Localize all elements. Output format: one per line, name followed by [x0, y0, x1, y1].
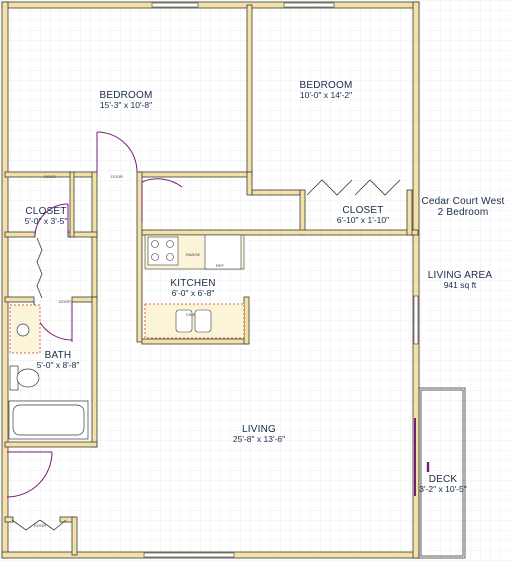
plan-name: Cedar Court West [421, 196, 505, 207]
closet2-name: CLOSET [342, 205, 384, 216]
sink-basin-2 [194, 309, 212, 333]
deck-label: DECK 3'-2" x 10'-5" [412, 474, 474, 494]
bathtub-inner [12, 404, 85, 436]
burner-4 [166, 253, 174, 261]
wall-right [412, 1, 420, 559]
bath-fixtures [8, 304, 89, 440]
plan-type: 2 Bedroom [437, 207, 489, 218]
door-tag-3: DOOR [59, 299, 71, 304]
wall-bath-right [91, 296, 98, 448]
door-tag-1: DOOR [111, 174, 123, 179]
living-dims: 25'-8" x 13'-6" [232, 434, 286, 444]
refrigerator [204, 234, 242, 270]
closet1-name: CLOSET [25, 206, 67, 217]
toilet-bowl [16, 368, 40, 388]
living-label: LIVING 25'-8" x 13'-6" [214, 424, 304, 444]
bifold-doors [11, 179, 401, 531]
wall-hall-right [136, 171, 143, 343]
closet1-dims: 5'-0" x 3'-5" [24, 216, 68, 226]
wall-closet1-right [69, 171, 75, 238]
lavatory [16, 323, 30, 337]
wall-top [1, 1, 420, 9]
wall-bedroom2-step [246, 171, 253, 196]
burner-1 [151, 240, 159, 248]
wall-bedroom1-bottom-right [138, 171, 253, 178]
bedroom2-label: BEDROOM 10'-0" x 14'-2" [284, 80, 368, 100]
burner-3 [151, 253, 159, 261]
wall-entry-closet-top-left [4, 516, 14, 523]
living-area-info: LIVING AREA 941 sq ft [418, 270, 502, 290]
living-name: LIVING [242, 424, 276, 435]
sink-tag: SINK [186, 312, 196, 317]
bedroom1-name: BEDROOM [99, 90, 153, 101]
bedroom1-dims: 15'-3" x 10'-8" [99, 100, 153, 110]
sink-basin-1 [175, 309, 193, 333]
wall-kitchen-bottom [141, 338, 248, 345]
plan-title: Cedar Court West 2 Bedroom [418, 196, 508, 218]
bath-label: BATH 5'-0" x 8'-8" [26, 350, 90, 370]
window-living-bottom [143, 552, 235, 558]
window-bedroom1-top [151, 2, 199, 8]
wall-bedroom2-bottom [251, 189, 301, 196]
windows [143, 2, 419, 558]
closet2-dims: 6'-10" x 1'-10" [336, 215, 390, 225]
wall-bedroom-divider [246, 4, 253, 178]
sliding-door [414, 418, 430, 496]
kitchen-label: KITCHEN 6'-0" x 6'-8" [156, 278, 230, 298]
wall-closet2-right [406, 189, 413, 236]
wall-bath-top [4, 296, 35, 303]
living-area-value: 941 sq ft [443, 280, 477, 290]
bedroom2-name: BEDROOM [299, 80, 353, 91]
bath-dims: 5'-0" x 8'-8" [36, 360, 80, 370]
window-living-right [413, 295, 419, 345]
kitchen-name: KITCHEN [170, 278, 216, 289]
kitchen [144, 234, 245, 339]
burner-2 [166, 240, 174, 248]
wall-bath-bottom [4, 441, 98, 448]
door-tag-2: DOOR [44, 174, 56, 179]
lower-counter [144, 303, 245, 339]
wall-entry-closet-right [71, 516, 78, 556]
bedroom1-label: BEDROOM 15'-3" x 10'-8" [84, 90, 168, 110]
wall-kitchen-right [243, 296, 250, 345]
wall-closet1-bottom [4, 231, 36, 238]
ref-tag: REF. [216, 263, 225, 268]
wall-closet2-left [299, 189, 306, 236]
deck-name: DECK [428, 474, 458, 485]
bedroom2-dims: 10'-0" x 14'-2" [299, 90, 353, 100]
wall-closet2-bottom [141, 229, 419, 236]
range-tag: RANGE [186, 252, 201, 257]
door-tag-4: DOOR [34, 523, 46, 528]
wall-left [1, 1, 9, 559]
deck-outline [418, 387, 466, 559]
window-bedroom2-top [283, 2, 335, 8]
kitchen-dims: 6'-0" x 6'-8" [171, 288, 215, 298]
closet2-label: CLOSET 6'-10" x 1'-10" [326, 205, 400, 225]
living-area-label: LIVING AREA [427, 270, 493, 281]
bath-name: BATH [44, 350, 72, 361]
closet1-label: CLOSET 5'-0" x 3'-5" [14, 206, 78, 226]
range [147, 236, 179, 266]
deck-dims: 3'-2" x 10'-5" [419, 484, 467, 494]
door-tags: DOOR DOOR DOOR DOOR RANGE REF. SINK [34, 174, 225, 528]
